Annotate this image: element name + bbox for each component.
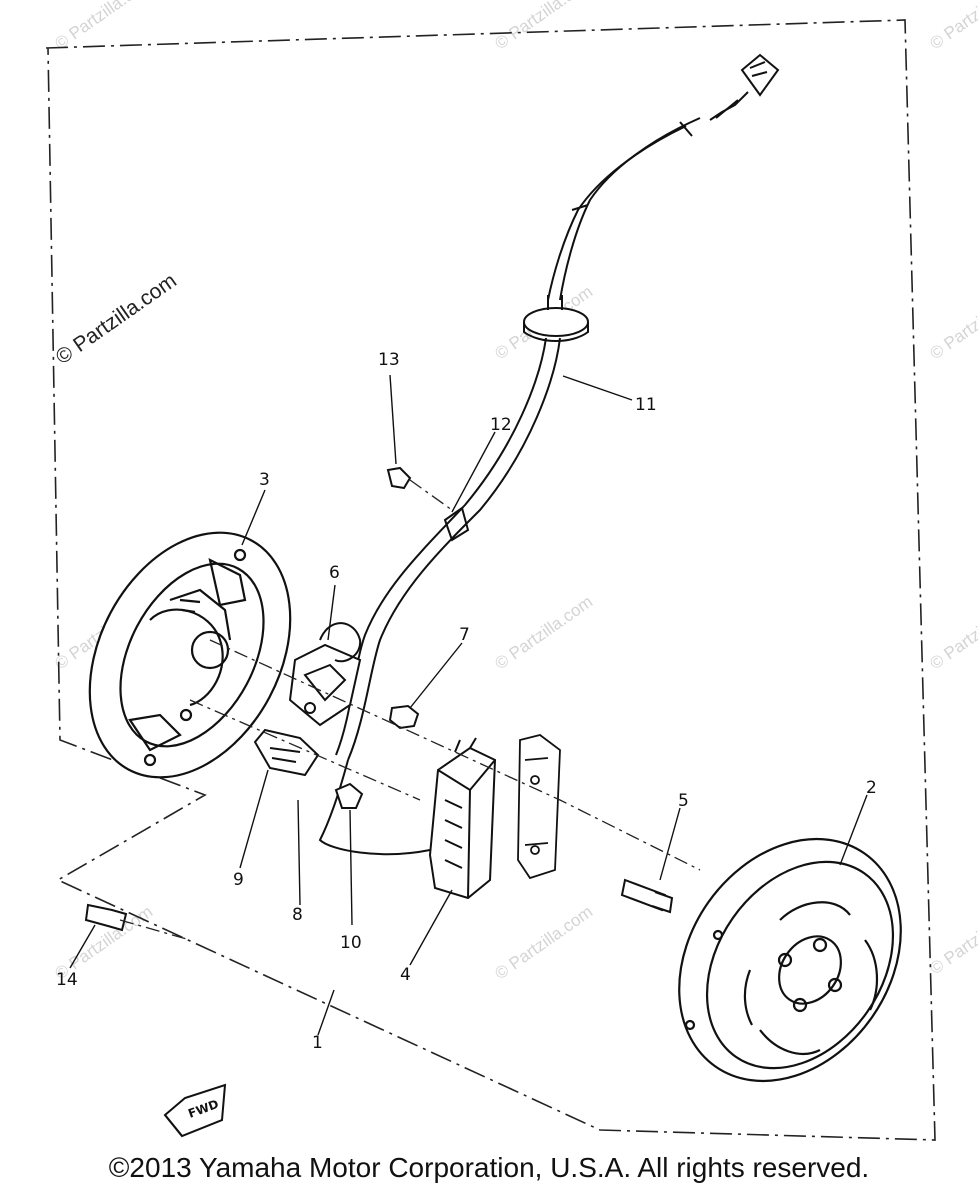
watermarks: © Partzilla.com © Partzilla.com © Partzi… [51, 0, 978, 983]
callout-1: 1 [312, 1033, 323, 1053]
ignition-coil [428, 737, 497, 900]
callout-11: 11 [635, 395, 657, 415]
stator-plate [88, 531, 292, 779]
callout-13: 13 [378, 350, 400, 370]
flywheel-rotor [678, 837, 902, 1083]
screw-7 [388, 704, 420, 730]
callout-2: 2 [866, 778, 877, 798]
assembly-boundary [45, 19, 936, 1141]
callout-4: 4 [400, 965, 411, 985]
condenser-9 [253, 728, 320, 777]
callout-8: 8 [292, 905, 303, 925]
watermark: © Partzilla.com [491, 902, 596, 983]
watermark: © Partzilla.com [926, 897, 978, 978]
watermark: © Partzilla.com [926, 0, 978, 53]
watermark: © Partzilla.com [491, 592, 596, 673]
screw-13 [386, 466, 412, 490]
watermark-dark: © Partzilla.com [52, 269, 181, 369]
watermark: © Partzilla.com [926, 282, 978, 363]
wire-harness [318, 53, 780, 856]
callout-9: 9 [233, 870, 244, 890]
callout-6: 6 [329, 563, 340, 583]
callout-10: 10 [340, 933, 362, 953]
leader-lines [69, 374, 868, 1036]
screw-10 [334, 782, 364, 809]
callouts: 1 2 3 4 5 6 7 8 9 10 11 12 13 14 [56, 350, 877, 1053]
bolt-5 [620, 878, 674, 914]
callout-12: 12 [490, 415, 512, 435]
fwd-arrow-icon: FWD [163, 1083, 227, 1138]
callout-14: 14 [56, 970, 78, 990]
contact-breaker [288, 622, 362, 727]
copyright-notice: ©2013 Yamaha Motor Corporation, U.S.A. A… [108, 1152, 870, 1183]
callout-3: 3 [259, 470, 270, 490]
watermark: © Partzilla.com [491, 0, 596, 53]
coil-bracket [517, 734, 561, 880]
bolt-14 [84, 903, 128, 932]
callout-7: 7 [459, 625, 470, 645]
watermark: © Partzilla.com [926, 592, 978, 673]
callout-5: 5 [678, 791, 689, 811]
alignment-lines [119, 479, 701, 941]
